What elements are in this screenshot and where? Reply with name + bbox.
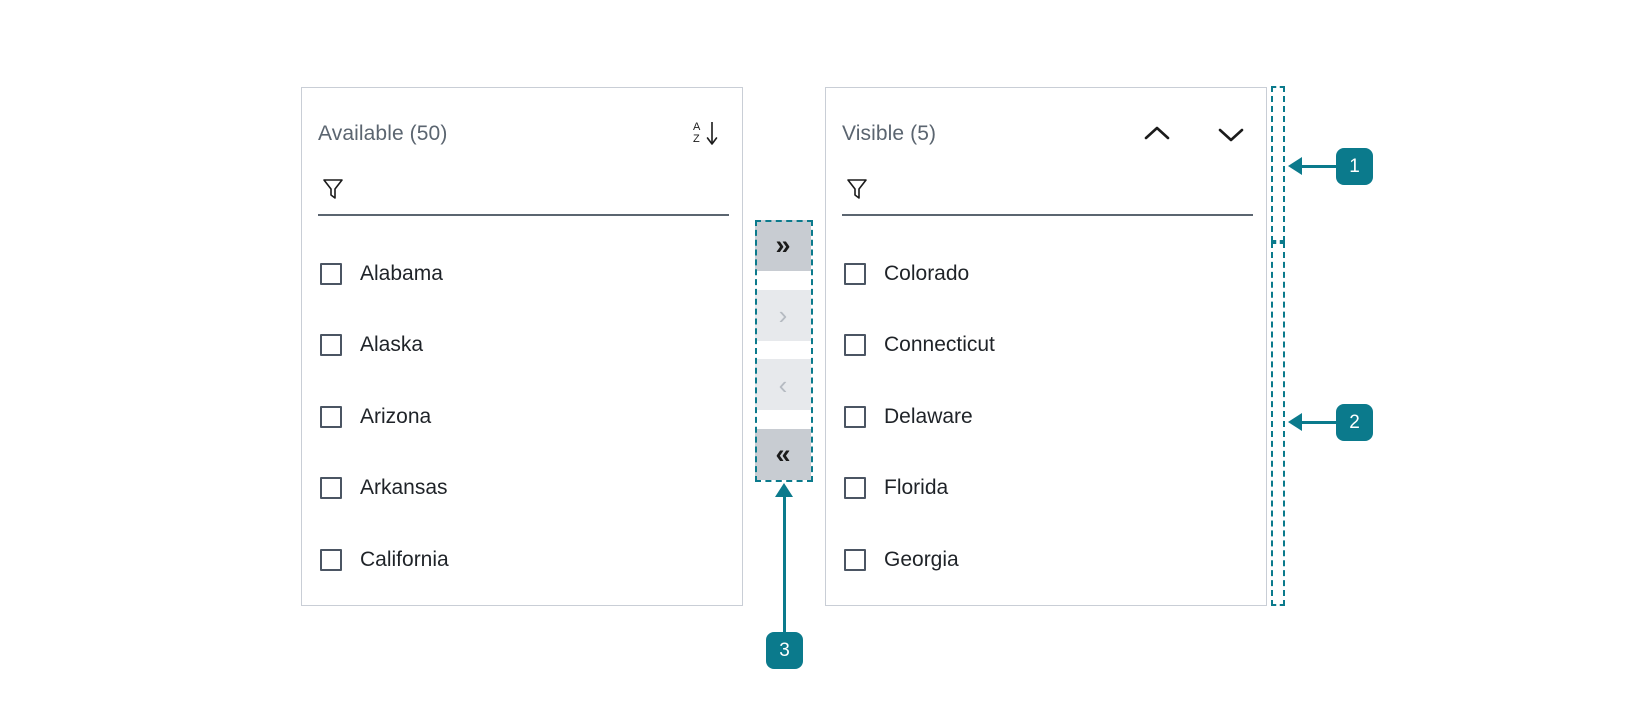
- annotation-leader-line-1: [1293, 165, 1338, 168]
- annotation-arrow-1: [1288, 157, 1302, 175]
- sort-az-glyph: A Z: [692, 119, 722, 149]
- move-right-button-glyph: ›: [778, 300, 788, 331]
- chevron-up-icon[interactable]: [1140, 117, 1174, 151]
- list-item-label: Florida: [884, 476, 949, 500]
- visible-item-checkbox[interactable]: [844, 334, 866, 357]
- available-filter-row: [318, 168, 729, 230]
- move-all-left-button[interactable]: «: [755, 428, 811, 480]
- available-panel-title: Available (50): [318, 122, 448, 145]
- filter-funnel-icon[interactable]: [842, 174, 872, 204]
- list-item[interactable]: Alaska: [302, 310, 742, 382]
- visible-panel-header-actions: [1140, 117, 1248, 151]
- available-item-checkbox[interactable]: [320, 262, 342, 285]
- move-all-right-button[interactable]: »: [755, 220, 811, 271]
- list-item[interactable]: Delaware: [826, 381, 1266, 453]
- list-item-label: Alabama: [360, 261, 443, 285]
- visible-filter-row: [842, 168, 1253, 230]
- available-item-checkbox[interactable]: [320, 548, 342, 571]
- visible-item-checkbox[interactable]: [844, 405, 866, 428]
- visible-filter-input[interactable]: [878, 174, 1250, 204]
- annotation-region-1: [1271, 86, 1285, 242]
- move-left-button: ‹: [755, 359, 811, 411]
- annotation-leader-line-2: [1293, 421, 1338, 424]
- list-item-label: California: [360, 547, 449, 571]
- annotation-leader-line-3: [783, 487, 786, 635]
- filter-funnel-icon[interactable]: [318, 174, 348, 204]
- available-filter-input[interactable]: [354, 174, 726, 204]
- visible-panel-title: Visible (5): [842, 122, 937, 145]
- available-item-checkbox[interactable]: [320, 405, 342, 428]
- list-item[interactable]: California: [302, 524, 742, 596]
- sort-arrow-down-icon: [706, 122, 718, 145]
- available-panel-header: Available (50) A Z: [302, 88, 742, 180]
- list-item[interactable]: Arizona: [302, 381, 742, 453]
- list-item[interactable]: Georgia: [826, 524, 1266, 596]
- visible-panel: Visible (5): [825, 87, 1267, 606]
- move-all-left-button-glyph: «: [775, 438, 791, 469]
- list-item-label: Arizona: [360, 404, 432, 428]
- list-item[interactable]: Arkansas: [302, 453, 742, 525]
- list-item[interactable]: Alabama: [302, 238, 742, 310]
- sort-letter-z: Z: [693, 133, 700, 145]
- list-item[interactable]: Connecticut: [826, 310, 1266, 382]
- visible-item-checkbox[interactable]: [844, 477, 866, 500]
- annotation-badge-3: 3: [766, 632, 803, 669]
- available-item-checkbox[interactable]: [320, 334, 342, 357]
- list-item[interactable]: Colorado: [826, 238, 1266, 310]
- list-item-label: Colorado: [884, 261, 970, 285]
- annotation-region-2: [1271, 242, 1285, 606]
- visible-filter-underline: [842, 214, 1253, 216]
- transfer-button-stack[interactable]: » › ‹ «: [755, 220, 811, 480]
- visible-item-checkbox[interactable]: [844, 548, 866, 571]
- annotation-arrow-3: [775, 483, 793, 497]
- list-item[interactable]: Florida: [826, 453, 1266, 525]
- sort-az-descending-icon[interactable]: A Z: [690, 117, 724, 151]
- available-item-checkbox[interactable]: [320, 477, 342, 500]
- available-panel-header-actions: A Z: [690, 117, 724, 151]
- move-left-button-glyph: ‹: [778, 369, 788, 400]
- visible-item-checkbox[interactable]: [844, 262, 866, 285]
- list-item-label: Arkansas: [360, 476, 448, 500]
- available-panel: Available (50) A Z: [301, 87, 743, 606]
- annotation-arrow-2: [1288, 413, 1302, 431]
- move-all-right-button-glyph: »: [775, 230, 791, 260]
- list-item-label: Alaska: [360, 333, 424, 357]
- move-right-button: ›: [755, 289, 811, 341]
- available-filter-underline: [318, 214, 729, 216]
- list-item-label: Delaware: [884, 404, 973, 428]
- annotation-badge-1: 1: [1336, 148, 1373, 185]
- annotation-badge-2: 2: [1336, 404, 1373, 441]
- list-item-label: Georgia: [884, 547, 959, 571]
- visible-panel-header: Visible (5): [826, 88, 1266, 180]
- chevron-down-icon[interactable]: [1214, 117, 1248, 151]
- sort-letter-a: A: [693, 121, 701, 133]
- list-item-label: Connecticut: [884, 333, 995, 357]
